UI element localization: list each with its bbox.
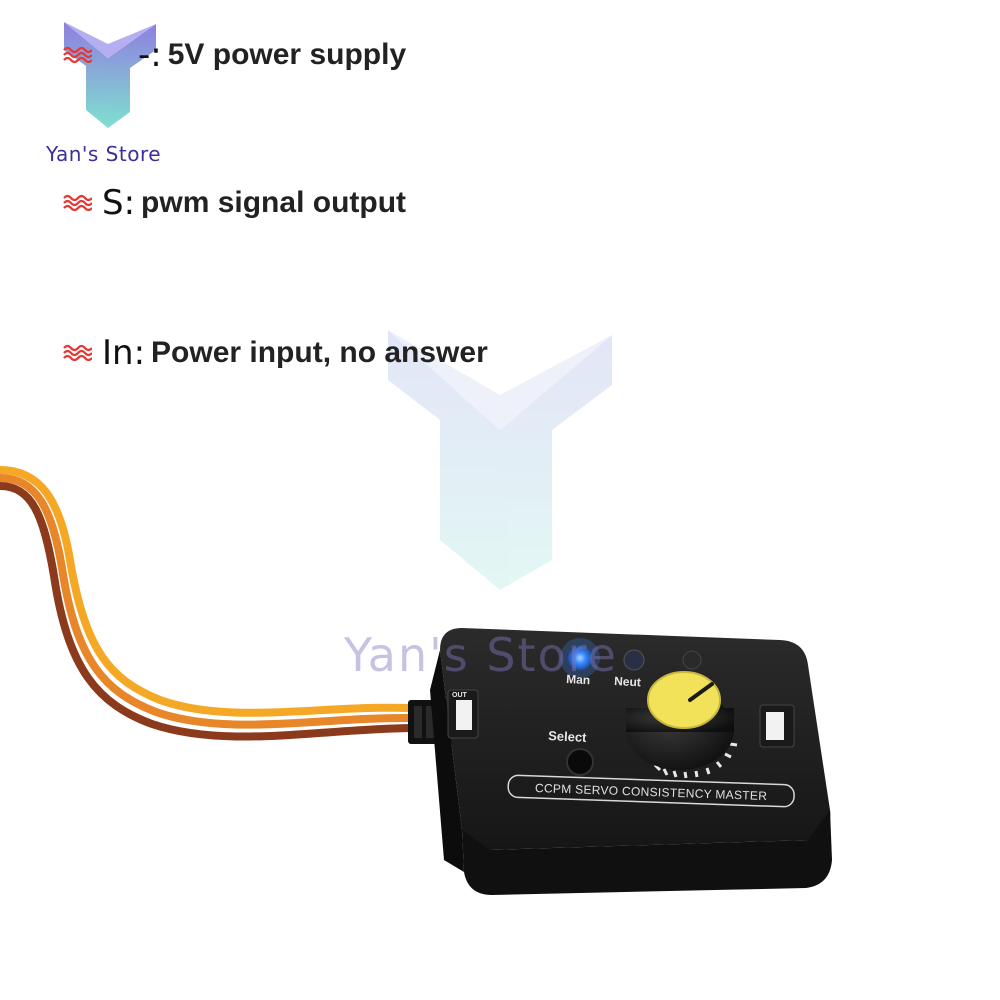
- led-man-indicator: [568, 646, 592, 670]
- wave-icon: [63, 194, 92, 212]
- annotation-pwm-output: S: pwm signal output: [62, 186, 406, 220]
- pin-description: 5V power supply: [167, 38, 407, 71]
- pin-label: S:: [102, 183, 136, 223]
- port-out-label: OUT: [452, 692, 468, 699]
- led-neut-indicator: [623, 649, 645, 671]
- knob-scale: [653, 742, 738, 779]
- pin-label: -:: [138, 35, 162, 75]
- select-label: Select: [548, 728, 588, 745]
- pin-description: pwm signal output: [141, 186, 407, 219]
- servo-cable: [0, 466, 416, 741]
- annotation-power-supply: -: 5V power supply: [62, 38, 406, 72]
- wave-icon: [63, 344, 92, 362]
- store-name: Yan's Store: [46, 142, 162, 166]
- servo-tester-device: [430, 628, 832, 895]
- pin-label: In:: [102, 333, 146, 373]
- select-button-shape: [566, 748, 594, 776]
- led-neut-label: Neut: [614, 674, 641, 689]
- wave-icon: [63, 46, 92, 64]
- knob-pointer: [688, 682, 714, 702]
- watermark-text: Yan's Store: [344, 628, 618, 682]
- watermark-logo-icon: [388, 330, 612, 590]
- pin-description: Power input, no answer: [151, 336, 488, 369]
- knob-cap: [647, 671, 721, 729]
- annotation-power-input: In: Power input, no answer: [62, 336, 488, 370]
- led-man-label: Man: [566, 672, 591, 687]
- store-logo-icon: [64, 22, 156, 128]
